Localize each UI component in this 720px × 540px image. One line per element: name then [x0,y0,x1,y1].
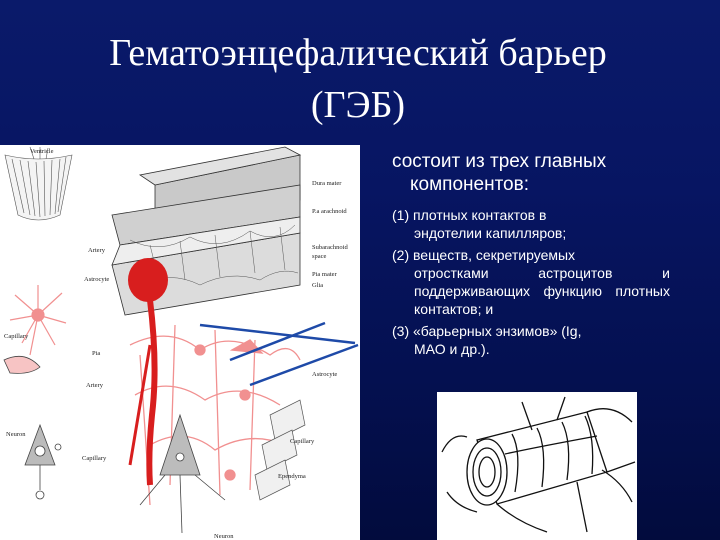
component-item: (1) плотных контактов в эндотелии капилл… [392,206,670,242]
ventricle-fan [4,146,73,221]
astrocyte-network [129,324,301,506]
bbb-diagram: Ventricle Dura mater P.a arachnoid Subar… [0,145,360,540]
diagram-labels: Ventricle Dura mater P.a arachnoid Subar… [4,148,348,540]
label-capillary-bottom: Capillary [82,455,107,462]
bottom-neuron [139,413,226,534]
intro-line-2: компонентов: [410,174,529,195]
label-astrocyte-right: Astrocyte [312,371,337,378]
item-3-line-1: (3) «барьерных энзимов» (Ig, [392,323,582,339]
label-space: space [312,253,327,260]
left-capillary [3,355,41,374]
item-2-line-1: (2) веществ, секретируемых [392,247,576,263]
label-neuron-bottom: Neuron [214,533,234,540]
meninges-block [111,146,302,316]
item-2-line-2: отростками астроцитов и поддерживающих ф… [414,265,670,317]
title-line-1: Гематоэнцефалический барьер [109,32,607,74]
component-item: (2) веществ, секретируемых отростками ас… [392,246,670,318]
capillary-diagram [437,392,637,540]
label-neuron-left: Neuron [6,431,26,438]
label-astrocyte-left: Astrocyte [84,276,109,283]
label-ependyma: Ependyma [278,473,306,480]
description-text: состоит из трех главных компонентов: (1)… [392,150,670,362]
label-capillary-left: Capillary [4,333,29,340]
label-glia: Glia [312,282,323,289]
artery [128,258,168,486]
item-1-line-1: (1) плотных контактов в [392,207,547,223]
title-line-2: (ГЭБ) [310,84,406,126]
label-pia-right: Pia mater [312,271,338,278]
blue-arrows [199,321,359,387]
label-ventricle: Ventricle [30,148,54,155]
bbb-illustration: Ventricle Dura mater P.a arachnoid Subar… [3,146,359,540]
item-1-line-2: эндотелии капилляров; [414,225,567,241]
capillary-chain [254,399,306,501]
label-arachnoid: P.a arachnoid [312,208,347,215]
capillary-tube-illustration [441,396,636,533]
component-item: (3) «барьерных энзимов» (Ig, МАО и др.). [392,322,670,358]
label-dura: Dura mater [312,180,342,187]
left-astrocyte [9,285,67,356]
intro-line-1: состоит из трех главных [392,151,607,172]
left-neuron [24,423,62,500]
label-artery-top: Artery [88,247,106,254]
intro-paragraph: состоит из трех главных компонентов: [392,150,670,196]
label-artery-left: Artery [86,382,104,389]
label-subarachnoid: Subarachnoid [312,244,348,251]
label-capillary-right: Capillary [290,438,315,445]
item-3-line-2: МАО и др.). [414,341,490,357]
label-pia-left: Pia [92,350,100,357]
